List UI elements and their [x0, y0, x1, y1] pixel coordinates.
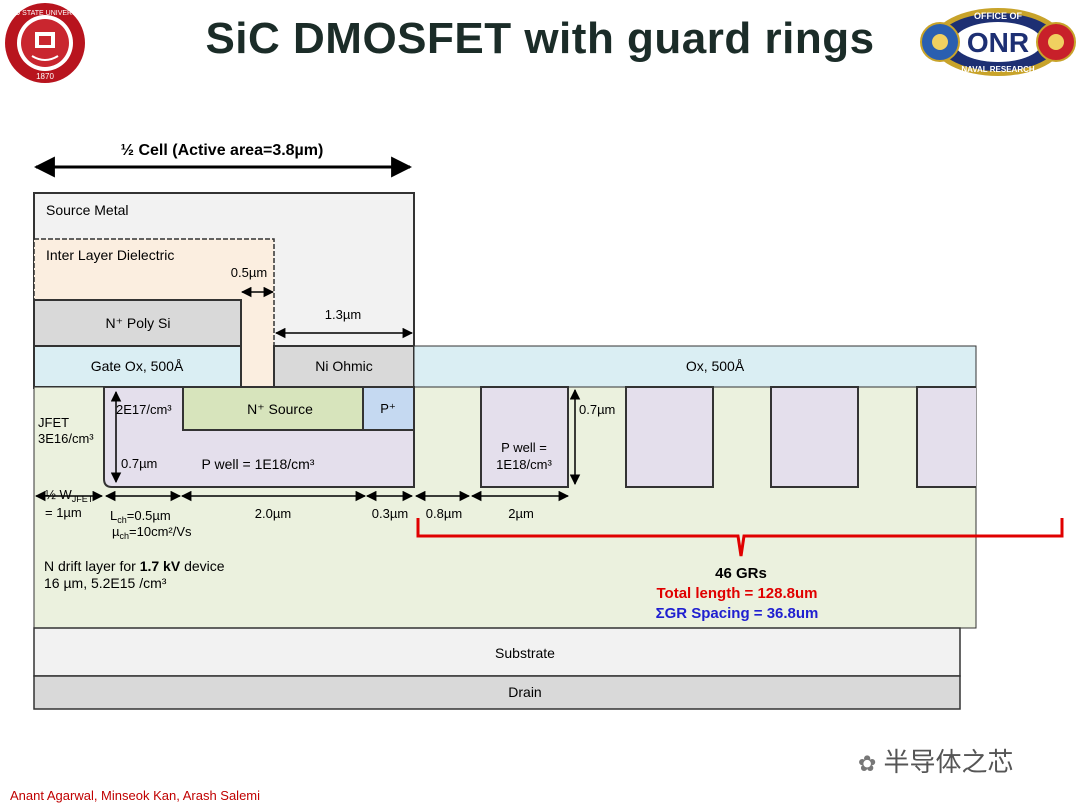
field-ox — [413, 345, 977, 388]
dim-05-label: 0.5µm — [231, 265, 267, 280]
half-cell-label: ½ Cell (Active area=3.8µm) — [121, 142, 324, 159]
wjfet-label: ½ WJFET — [45, 487, 94, 504]
substrate-label: Substrate — [495, 645, 555, 661]
guard-ring-4 — [916, 386, 976, 488]
gate-ox-label: Gate Ox, 500Å — [91, 358, 184, 374]
p-plus — [362, 386, 415, 431]
drain — [33, 675, 961, 710]
slide-title: SiC DMOSFET with guard rings — [205, 14, 875, 63]
n-poly-si — [33, 299, 242, 347]
guard-ring-brace — [416, 518, 1064, 557]
dim-20-label: 2.0µm — [255, 506, 291, 521]
guard-ring-2 — [625, 386, 714, 488]
jfet-label-b: 3E16/cm³ — [38, 431, 94, 446]
drift-label-2: 16 µm, 5.2E15 /cm³ — [44, 575, 167, 591]
drift-label: N drift layer for 1.7 kV device — [44, 558, 225, 574]
onr-logo: OFFICE OF ONR NAVAL RESEARCH — [920, 8, 1076, 76]
guard-ring-3 — [770, 386, 859, 488]
seal-year: 1870 — [36, 72, 54, 81]
footer-authors: Anant Agarwal, Minseok Kan, Arash Salemi — [10, 788, 261, 803]
wechat-icon: ✿ — [858, 752, 884, 777]
gr-total-label: Total length = 128.8um — [656, 585, 817, 602]
dim-03-label: 0.3µm — [372, 506, 408, 521]
ni-ohmic-label: Ni Ohmic — [315, 358, 373, 374]
dim-13-label: 1.3µm — [325, 307, 361, 322]
poly-label: N⁺ Poly Si — [106, 315, 171, 331]
dim-07a-label: 0.7µm — [121, 456, 157, 471]
watermark-text: 半导体之芯 — [883, 748, 1014, 778]
ni-ohmic — [273, 345, 415, 388]
dim-08-label: 0.8µm — [426, 506, 462, 521]
dim-2-label: 2µm — [508, 506, 534, 521]
gate-ox — [33, 345, 242, 388]
dop-2e17-label: 2E17/cm³ — [116, 402, 172, 417]
onr-bottom-text: NAVAL RESEARCH — [961, 65, 1035, 74]
gr-dim-07-label: 0.7µm — [579, 402, 615, 417]
guard-ring-1 — [480, 386, 569, 488]
p-well-label: P well = 1E18/cm³ — [202, 456, 315, 472]
ohio-state-seal-logo: OHIO STATE UNIVERSITY 1870 — [2, 3, 88, 83]
ox-label: Ox, 500Å — [686, 358, 745, 374]
wjfet-label-b: = 1µm — [45, 505, 82, 520]
onr-top-text: OFFICE OF — [974, 11, 1022, 21]
gr-spacing-label: ΣGR Spacing = 36.8um — [656, 605, 819, 622]
lch-label: Lch=0.5µm — [110, 508, 171, 525]
gr-count-label: 46 GRs — [715, 565, 767, 582]
p-plus-label: P⁺ — [380, 401, 396, 416]
wechat-watermark: ✿ 半导体之芯 — [858, 742, 1013, 779]
source-metal-label: Source Metal — [46, 202, 128, 218]
onr-mid-text: ONR — [967, 27, 1029, 58]
mu-label: µch=10cm²/Vs — [112, 524, 192, 541]
n-source-label: N⁺ Source — [247, 401, 313, 417]
ild-label: Inter Layer Dielectric — [46, 247, 174, 263]
drain-label: Drain — [508, 684, 541, 700]
seal-text: OHIO STATE UNIVERSITY — [2, 10, 88, 17]
jfet-label-a: JFET — [38, 415, 69, 430]
gr-pwell-b: 1E18/cm³ — [496, 457, 552, 472]
gr-pwell-a: P well = — [501, 440, 547, 455]
substrate — [33, 627, 961, 677]
